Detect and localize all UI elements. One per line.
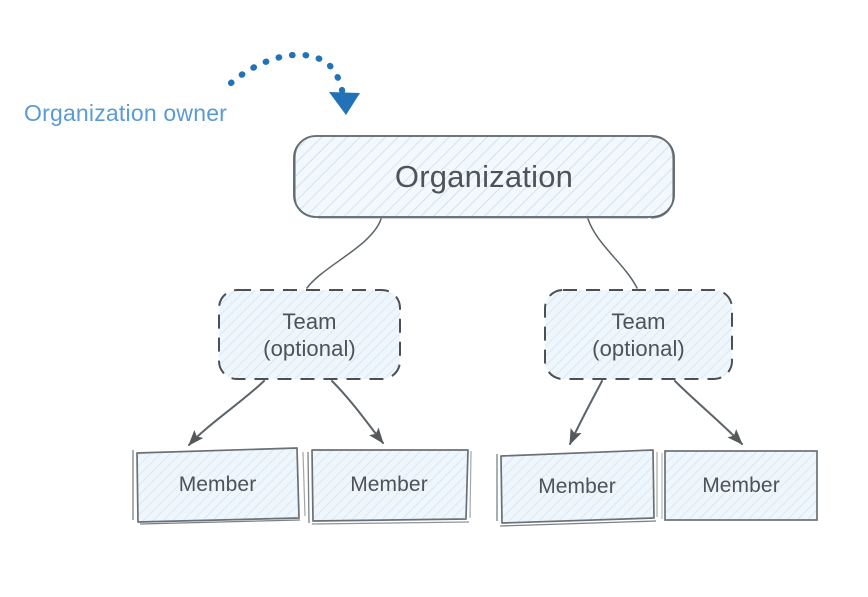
dotted-curved-arrow	[227, 51, 360, 115]
organization-owner-annotation-label: Organization owner	[24, 100, 228, 126]
edge-team-right-member-3	[569, 380, 603, 446]
edge-team-left-member-2	[331, 380, 384, 444]
node-member-2[interactable]	[307, 449, 472, 525]
node-organization[interactable]	[293, 135, 675, 219]
node-team-left[interactable]	[218, 289, 401, 380]
edge-team-left-member-1	[188, 380, 265, 446]
node-member-3[interactable]	[496, 449, 658, 527]
edge-team-right-member-4	[674, 380, 743, 445]
edge-organization-team-left	[306, 218, 382, 289]
node-member-4[interactable]	[661, 450, 818, 521]
node-team-right[interactable]	[544, 289, 733, 380]
node-member-1[interactable]	[132, 447, 306, 525]
edge-organization-team-right	[587, 218, 638, 289]
